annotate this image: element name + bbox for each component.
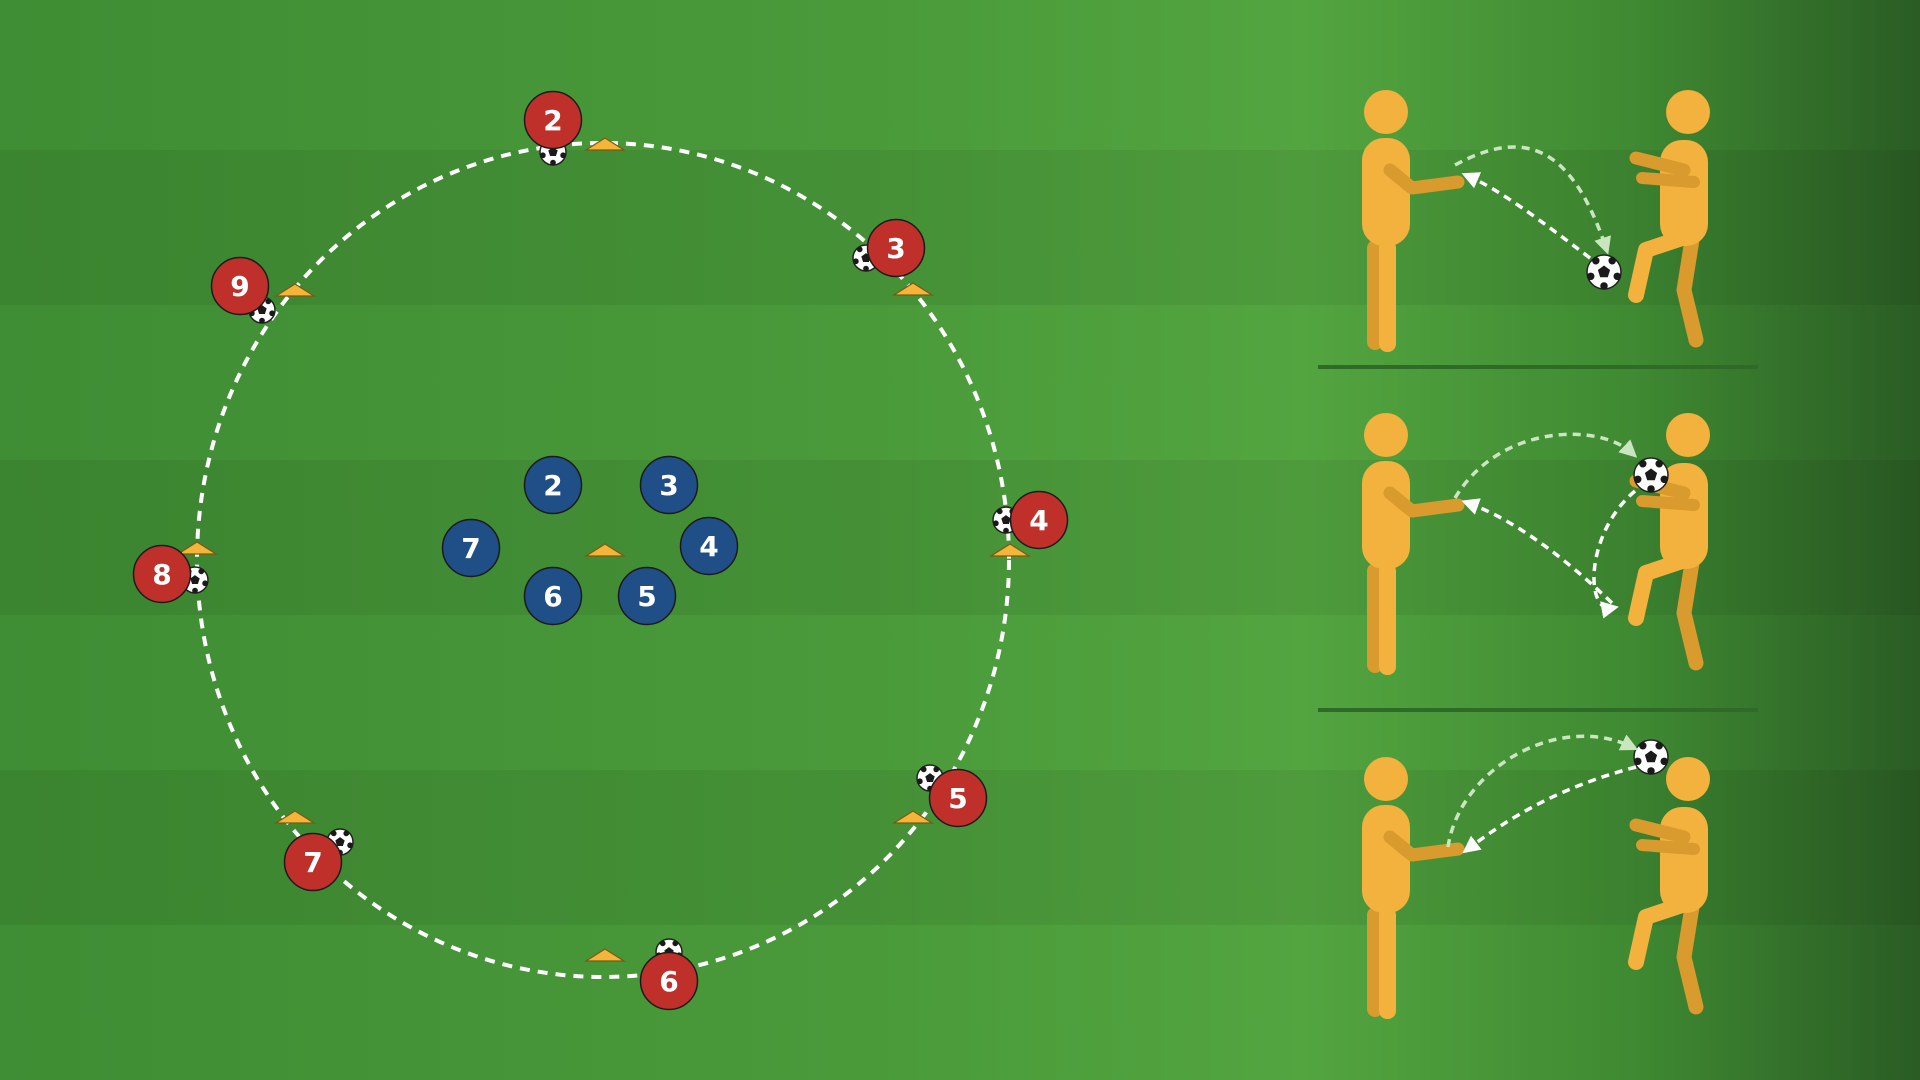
passer-figure xyxy=(1362,90,1465,352)
cone-icon xyxy=(891,810,935,824)
inner-player-7: 7 xyxy=(441,518,501,578)
receiver-figure xyxy=(1628,90,1710,348)
cone-icon xyxy=(175,541,219,555)
inner-player-5: 5 xyxy=(617,566,677,626)
cone-icon xyxy=(583,543,627,557)
technique-panel-2 xyxy=(1362,413,1710,675)
pass-path xyxy=(1461,498,1614,605)
cone-icon xyxy=(583,948,627,962)
player-number: 4 xyxy=(1029,504,1048,537)
pass-path xyxy=(1461,172,1592,260)
passer-figure xyxy=(1362,413,1465,675)
player-number: 2 xyxy=(543,104,562,137)
cone-icon xyxy=(273,810,317,824)
cone-icon xyxy=(273,283,317,297)
player-number: 5 xyxy=(948,782,967,815)
player-number: 3 xyxy=(886,232,905,265)
player-number: 7 xyxy=(461,532,480,565)
technique-panel-3 xyxy=(1362,734,1710,1019)
cone-icon xyxy=(891,282,935,296)
technique-panels xyxy=(1362,90,1710,1019)
pass-path xyxy=(1454,145,1611,255)
cone-markers xyxy=(175,137,1032,962)
player-number: 6 xyxy=(659,965,678,998)
player-number: 3 xyxy=(659,469,678,502)
passer-figure xyxy=(1362,757,1465,1019)
outer-player-5: 5 xyxy=(928,768,988,828)
outer-player-9: 9 xyxy=(210,256,270,316)
inner-player-3: 3 xyxy=(639,455,699,515)
pass-path xyxy=(1592,489,1637,619)
player-number: 2 xyxy=(543,469,562,502)
player-number: 8 xyxy=(152,558,171,591)
inner-player-4: 4 xyxy=(679,516,739,576)
outer-player-2: 2 xyxy=(523,90,583,150)
soccer-ball-icon xyxy=(1633,739,1669,775)
outer-player-7: 7 xyxy=(283,832,343,892)
receiver-figure xyxy=(1628,757,1710,1015)
player-number: 9 xyxy=(230,270,249,303)
player-number: 6 xyxy=(543,580,562,613)
outer-player-3: 3 xyxy=(866,218,926,278)
soccer-ball-icon xyxy=(1633,457,1669,493)
technique-panel-1 xyxy=(1362,90,1710,352)
player-number: 4 xyxy=(699,530,718,563)
pass-path xyxy=(1446,734,1639,848)
player-number: 7 xyxy=(303,846,322,879)
soccer-ball-icon xyxy=(1586,254,1622,290)
pass-path xyxy=(1462,765,1637,854)
cone-icon xyxy=(988,543,1032,557)
inner-player-2: 2 xyxy=(523,455,583,515)
inner-player-6: 6 xyxy=(523,566,583,626)
outer-player-8: 8 xyxy=(132,544,192,604)
circle-path xyxy=(195,141,1011,979)
player-number: 5 xyxy=(637,580,656,613)
receiver-figure xyxy=(1628,413,1710,671)
pass-path xyxy=(1453,432,1638,499)
cone-icon xyxy=(583,137,627,151)
outer-player-4: 4 xyxy=(1009,490,1069,550)
inner-players: 2 34 5 6 7 xyxy=(441,455,739,626)
outer-player-6: 6 xyxy=(639,951,699,1011)
